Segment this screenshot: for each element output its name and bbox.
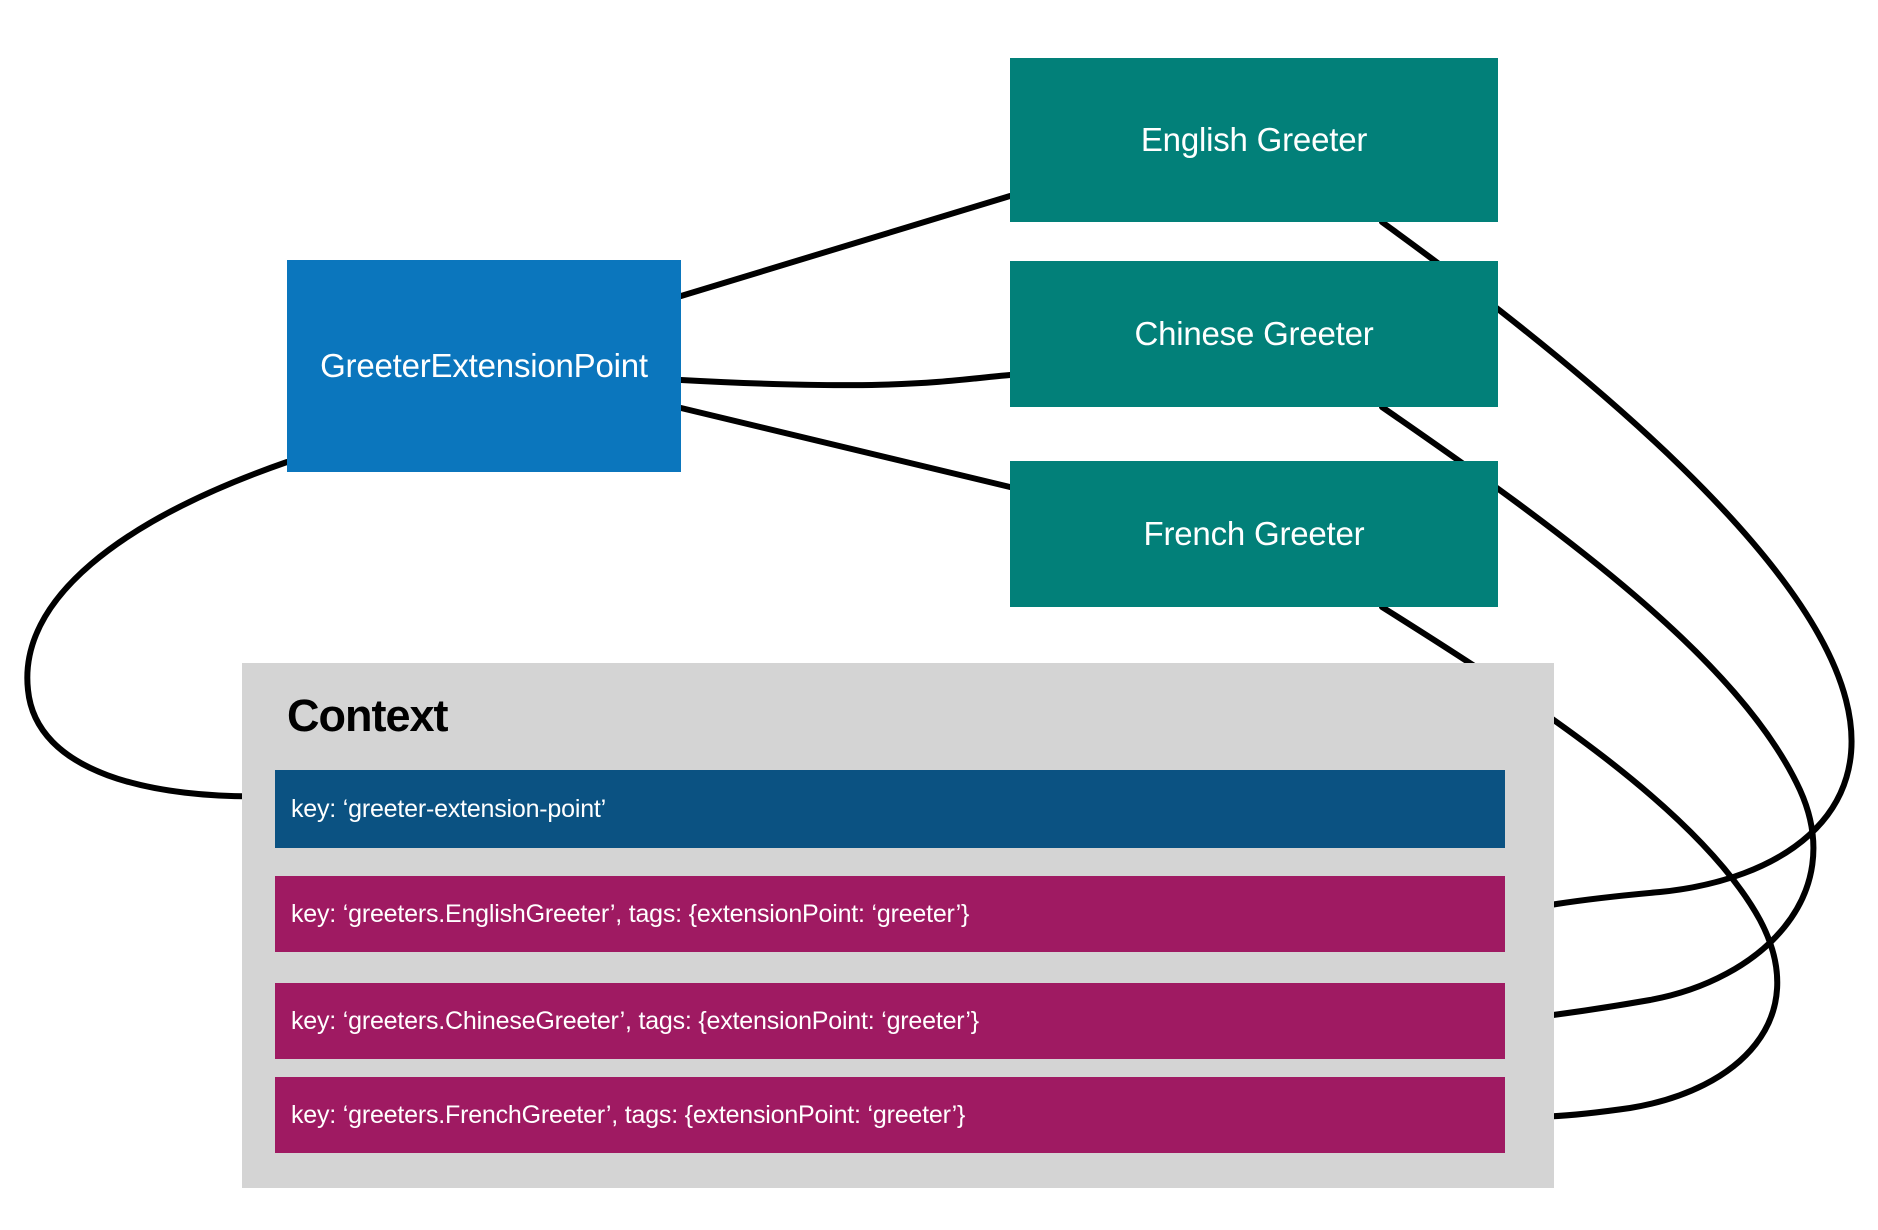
node-chinese-greeter-label: Chinese Greeter	[1134, 315, 1374, 352]
context-row-english-greeter-text: key: ‘greeters.EnglishGreeter’, tags: {e…	[291, 899, 970, 928]
context-row-chinese-greeter[interactable]: key: ‘greeters.ChineseGreeter’, tags: {e…	[275, 983, 1505, 1059]
node-chinese-greeter[interactable]: Chinese Greeter	[1010, 261, 1498, 407]
context-row-chinese-greeter-text: key: ‘greeters.ChineseGreeter’, tags: {e…	[291, 1006, 979, 1035]
context-row-greeter-extension-point-text: key: ‘greeter-extension-point’	[291, 794, 606, 823]
edge-extension-point-to-french-greeter	[678, 405, 1013, 490]
node-greeter-extension-point-label: GreeterExtensionPoint	[320, 347, 648, 384]
context-row-greeter-extension-point[interactable]: key: ‘greeter-extension-point’	[275, 770, 1505, 848]
node-french-greeter-label: French Greeter	[1143, 515, 1365, 552]
node-english-greeter[interactable]: English Greeter	[1010, 58, 1498, 222]
edge-extension-point-to-english-greeter	[678, 193, 1013, 299]
node-english-greeter-label: English Greeter	[1140, 121, 1368, 158]
context-row-french-greeter[interactable]: key: ‘greeters.FrenchGreeter’, tags: {ex…	[275, 1077, 1505, 1153]
context-panel-title: Context	[287, 690, 448, 741]
context-row-english-greeter[interactable]: key: ‘greeters.EnglishGreeter’, tags: {e…	[275, 876, 1505, 952]
node-french-greeter[interactable]: French Greeter	[1010, 461, 1498, 607]
edge-extension-point-to-chinese-greeter	[678, 372, 1013, 389]
node-greeter-extension-point[interactable]: GreeterExtensionPoint	[287, 260, 681, 472]
context-row-french-greeter-text: key: ‘greeters.FrenchGreeter’, tags: {ex…	[291, 1100, 966, 1129]
